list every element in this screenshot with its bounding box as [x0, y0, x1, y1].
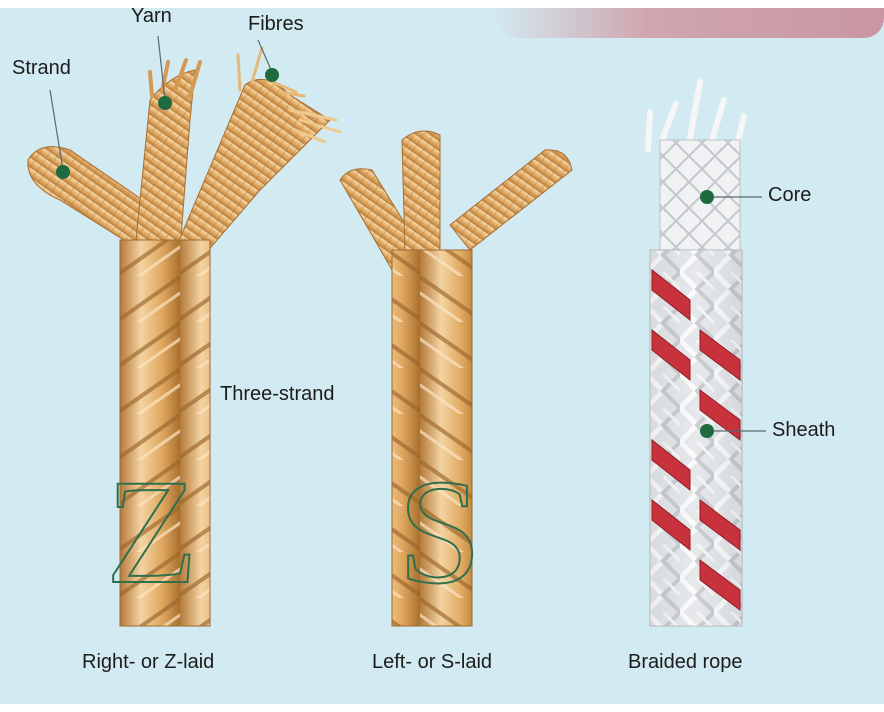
yarn-label: Yarn — [131, 6, 172, 26]
strand-marker — [56, 165, 70, 179]
s-strand-right — [450, 150, 572, 250]
three-strand-label: Three-strand — [220, 384, 335, 404]
core-marker — [700, 190, 714, 204]
s-strand-middle — [402, 131, 440, 255]
z-letter: Z — [106, 449, 198, 615]
caption-right-laid: Right- or Z-laid — [82, 652, 214, 672]
caption-left-laid: Left- or S-laid — [372, 652, 492, 672]
caption-braided-rope: Braided rope — [628, 652, 743, 672]
z-strand-left — [28, 147, 150, 250]
core-label: Core — [768, 185, 811, 205]
fibres-label: Fibres — [248, 14, 304, 34]
sheath-marker — [700, 424, 714, 438]
braided-rope — [648, 82, 744, 626]
yarn-marker — [158, 96, 172, 110]
strand-label: Strand — [12, 58, 71, 78]
braided-core — [660, 140, 740, 258]
s-letter: S — [398, 449, 481, 615]
sheath-label: Sheath — [772, 420, 835, 440]
z-strand-right — [175, 79, 330, 260]
fibres-marker — [265, 68, 279, 82]
